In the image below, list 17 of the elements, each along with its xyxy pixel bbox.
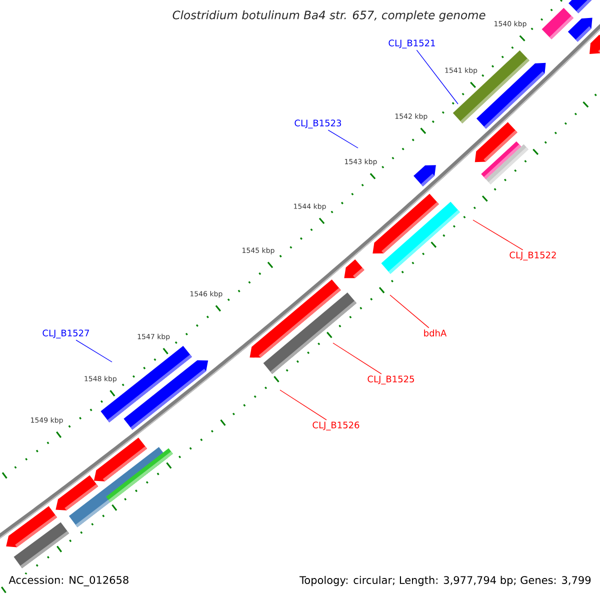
gene-label: CLJ_B1526 xyxy=(312,422,360,430)
gene-label: CLJ_B1523 xyxy=(294,120,342,128)
leader-line xyxy=(332,342,382,374)
leader-line xyxy=(416,50,458,104)
gene-label: bdhA xyxy=(424,330,447,336)
gene-label: CLJ_B1525 xyxy=(368,376,414,384)
leader-line xyxy=(76,340,112,362)
leader-line xyxy=(280,390,327,420)
title: Clostridium botulinum Ba4 str. 657, complete genome xyxy=(172,10,486,22)
footer-text: Topology: circular; Length: 3,977,794 bp; Genes: 3,799 xyxy=(298,574,593,588)
leader-line xyxy=(328,130,358,148)
gene-label: CLJ_B1527 xyxy=(42,330,89,338)
leader-line xyxy=(472,220,524,250)
gene-label: CLJ_B1522 xyxy=(510,252,556,260)
gene-label: CLJ_B1521 xyxy=(388,40,435,48)
footer-text: Accession: NC_012658 xyxy=(7,574,131,588)
leader-line xyxy=(390,294,430,328)
